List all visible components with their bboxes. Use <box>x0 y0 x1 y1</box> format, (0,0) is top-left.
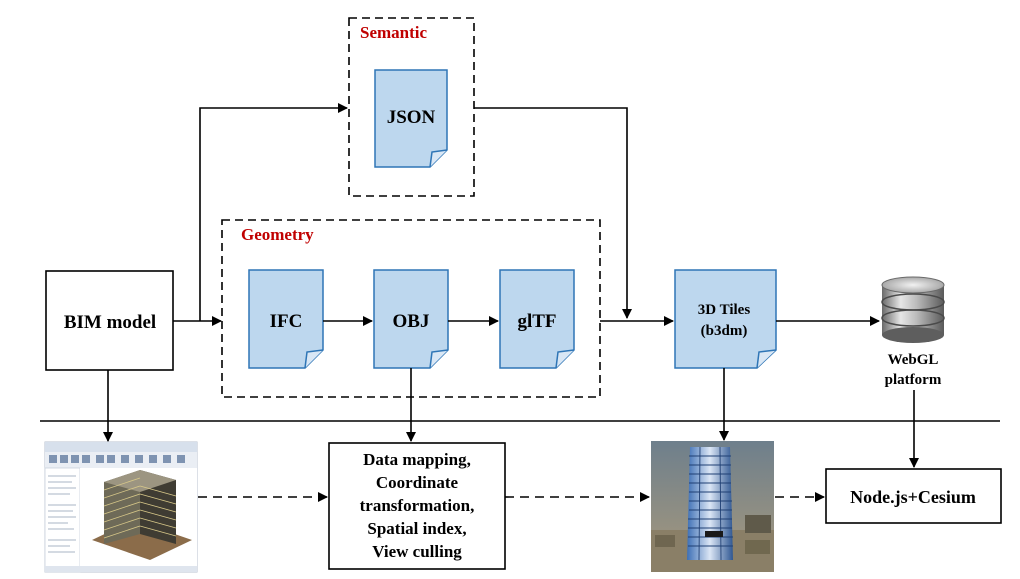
semantic-group-title: Semantic <box>360 23 428 42</box>
json-label: JSON <box>387 107 436 128</box>
node-cesium-box: Node.js+Cesium <box>825 468 1002 524</box>
database-icon <box>881 276 945 343</box>
processing-line-2: Coordinate <box>376 473 459 492</box>
webgl-label-line2: platform <box>885 372 942 388</box>
processing-line-3: transformation, <box>360 496 475 515</box>
obj-label: OBJ <box>393 311 430 332</box>
bim-model-label: BIM model <box>64 312 156 333</box>
tower-render-image <box>651 441 774 572</box>
tiles-document: 3D Tiles (b3dm) <box>674 269 777 369</box>
bim-software-screenshot <box>44 441 198 573</box>
gltf-document: glTF <box>499 269 575 369</box>
connectors <box>103 103 919 502</box>
processing-line-4: Spatial index, <box>367 519 466 538</box>
ifc-label: IFC <box>270 311 303 332</box>
arrow-bim-to-semantic <box>199 103 348 321</box>
processing-line-5: View culling <box>372 542 462 561</box>
obj-document: OBJ <box>373 269 449 369</box>
json-document: JSON <box>374 69 448 168</box>
processing-box: Data mapping, Coordinate transformation,… <box>328 442 506 570</box>
tiles-label-line2: (b3dm) <box>701 323 748 339</box>
ifc-document: IFC <box>248 269 324 369</box>
gltf-label: glTF <box>517 311 556 332</box>
semantic-group: Semantic <box>348 17 475 197</box>
node-cesium-label: Node.js+Cesium <box>850 487 976 507</box>
processing-line-1: Data mapping, <box>363 450 471 469</box>
bim-model-box: BIM model <box>45 270 174 371</box>
arrow-semantic-to-tiles <box>474 107 632 319</box>
tiles-label-line1: 3D Tiles <box>698 302 751 318</box>
webgl-label-line1: WebGL <box>888 352 939 368</box>
geometry-group-title: Geometry <box>241 225 314 244</box>
